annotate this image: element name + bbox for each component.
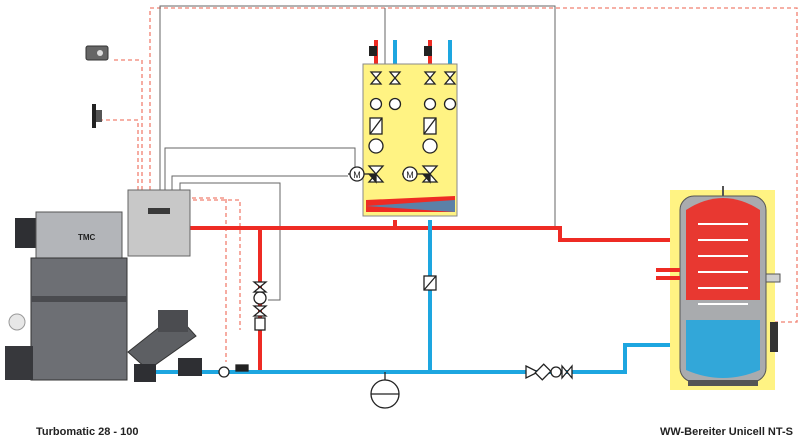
check-valve-group-icon (525, 364, 540, 380)
return-sensor (235, 364, 249, 372)
boiler-top-casing (35, 211, 123, 259)
valve-icon (252, 305, 268, 317)
valve-icon (252, 281, 268, 293)
controller-display (148, 208, 170, 214)
svg-text:M: M (406, 170, 414, 180)
pump-icon (422, 138, 438, 154)
thermometer-icon (369, 97, 383, 111)
mixer-motor-1 (349, 166, 365, 182)
pump-icon (253, 291, 267, 305)
tank-cold-zone (686, 320, 760, 378)
hot-water-tank (656, 186, 781, 390)
thermometer-icon (443, 97, 457, 111)
return-fittings (218, 275, 573, 409)
temperature-sensor-icon (218, 366, 230, 378)
svg-text:M: M (353, 170, 361, 180)
boiler-caption: Turbomatic 28 - 100 (36, 426, 139, 438)
thermometer-icon (388, 97, 402, 111)
tank-hot-zone (686, 198, 760, 300)
burner-fan (5, 346, 33, 380)
signal-lines (102, 7, 798, 362)
controller-housing (127, 189, 191, 257)
ball-valve-icon (369, 71, 383, 85)
control-lines (159, 5, 556, 301)
ball-valve-icon (443, 71, 457, 85)
sensors (85, 45, 109, 128)
tank-caption: WW-Bereiter Unicell NT-S (659, 426, 793, 438)
stoker-motor (178, 358, 202, 376)
sensor-block-2 (424, 46, 432, 56)
tank-base (688, 380, 758, 386)
boiler: TMC (5, 211, 202, 382)
drive-unit (134, 364, 156, 382)
mixer-motor-2 (402, 166, 418, 182)
ash-box (8, 313, 26, 331)
heat-exchanger-coil (698, 223, 748, 305)
manifold-cold (366, 200, 455, 212)
flue-connector (15, 218, 37, 248)
boiler-brand: TMC (78, 233, 96, 242)
ball-valve-icon (388, 71, 402, 85)
sensor-block-1 (369, 46, 377, 56)
auger-motor (158, 310, 188, 332)
ball-valve-icon (423, 71, 437, 85)
thermometer-icon (423, 97, 437, 111)
controller (127, 189, 191, 257)
module-1-fittings: M (348, 71, 402, 184)
tank-sensor-port (765, 273, 781, 283)
tank-anode (770, 322, 778, 352)
module-2-fittings: M (402, 71, 457, 184)
pump-icon (368, 138, 384, 154)
tank-hot-inlet (656, 268, 680, 280)
boiler-body (30, 257, 128, 381)
outdoor-sensor-icon (92, 104, 96, 128)
